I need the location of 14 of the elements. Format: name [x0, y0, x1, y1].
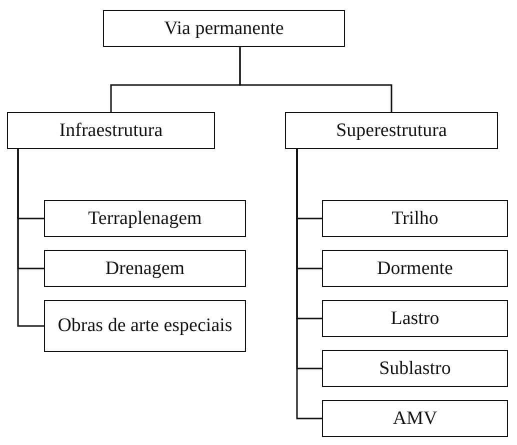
category-box: Terraplenagem — [44, 200, 246, 237]
category-box: Dormente — [322, 250, 508, 287]
connector-line — [17, 149, 44, 327]
category-box: Trilho — [322, 200, 508, 237]
category-box: Obras de arte especiais — [44, 300, 246, 352]
category-box: Infraestrutura — [7, 112, 215, 149]
category-box: Via permanente — [103, 10, 345, 47]
category-box: Drenagem — [44, 250, 246, 287]
category-box: AMV — [322, 400, 508, 437]
category-box: Sublastro — [322, 350, 508, 387]
connector-line — [239, 47, 392, 112]
category-box: Superestrutura — [285, 112, 498, 149]
connector-line — [296, 149, 322, 420]
category-box: Lastro — [322, 300, 508, 337]
